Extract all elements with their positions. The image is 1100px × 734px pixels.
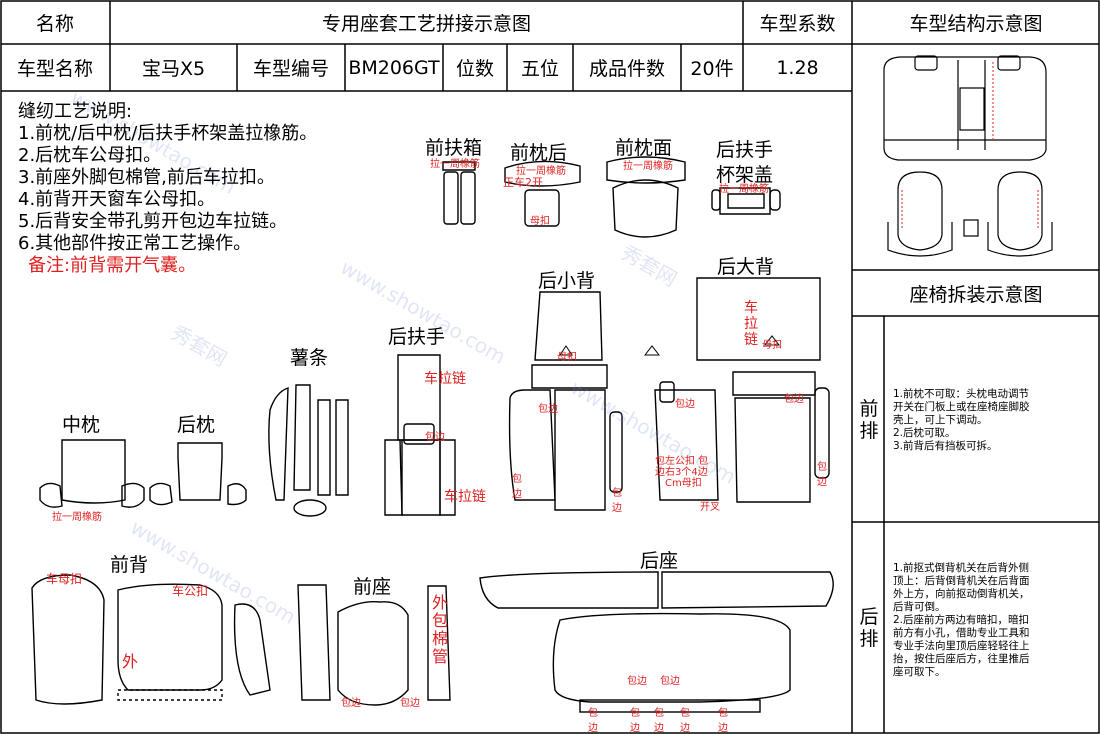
label-hole: 开叉 [700, 502, 720, 513]
model-code-label: 车型编号 [252, 58, 329, 80]
instruction-line: 3.前背后有挡板可拆。 [893, 440, 998, 452]
structure-title: 车型结构示意图 [909, 12, 1043, 35]
note-item: 2.后枕车公母扣。 [18, 145, 162, 166]
label-outer: 外 [122, 652, 139, 671]
instruction-line: 抬，按住后座后方，往里推后 [893, 653, 1030, 665]
label-zipper: 车拉链 [424, 371, 466, 387]
instruction-line: 顶上：后背倒背机关在后背面 [893, 575, 1030, 587]
name-label: 名称 [35, 12, 74, 35]
label-elastic: 拉一周橡筋 [52, 512, 102, 523]
label-binding: 包边 [512, 474, 522, 500]
label-female: 车母扣 [46, 572, 83, 586]
instruction-line: 外上方，向前抠动倒背机关， [893, 588, 1030, 600]
label-outer-pad: 外包棉管 [432, 593, 449, 666]
label-binding: 包边 [538, 404, 558, 415]
piece-front-headrest-face: 前枕面 [615, 137, 673, 159]
note-item: 6.其他部件按正常工艺操作。 [18, 233, 252, 254]
page-title: 专用座套工艺拼接示意图 [321, 12, 531, 35]
label-binding: 包边 [627, 676, 647, 687]
label-binding: 包边 [612, 488, 622, 514]
label-binding: 包边 [784, 394, 804, 405]
label-binding: 包边 [675, 399, 695, 410]
disassembly-title: 座椅拆装示意图 [909, 283, 1043, 306]
piece-rear-small-back: 后小背 [538, 270, 596, 292]
instruction-line: 专业手法向里顶后座轻轻往上 [893, 640, 1030, 652]
note-item: 1.前枕/后中枕/后扶手杯架盖拉橡筋。 [18, 123, 318, 144]
label-female-small: 母扣 [530, 216, 550, 227]
label-binding: 包边 [817, 462, 827, 488]
seats-label: 位数 [455, 58, 494, 80]
note-item: 4.前背开天窗车公母扣。 [18, 189, 216, 210]
label-binding: 包边 [425, 432, 445, 443]
label-zipper: 车拉链 [444, 489, 486, 505]
note-item: 5.后背安全带孔剪开包边车拉链。 [18, 211, 288, 232]
instruction-line: 前方有小孔，借助专业工具和 [893, 627, 1030, 639]
piece-rear-armrest: 后扶手 [388, 326, 446, 348]
label-edge-note: 包左公扣 包 [655, 456, 709, 467]
label-elastic: 拉一周橡筋 [719, 184, 769, 195]
front-row-label: 前排 [859, 398, 879, 442]
label-binding: 包边 [341, 698, 361, 709]
label-edge-note: Cm母扣 [665, 478, 702, 489]
pieces-value: 20件 [690, 58, 734, 80]
label-binding: 包边 [718, 708, 728, 734]
label-binding: 包边 [588, 708, 598, 734]
instruction-line: 开关在门板上或在座椅座脚胶 [893, 401, 1030, 413]
instruction-line: 后背可倒。 [893, 601, 946, 613]
instruction-line: 2.后枕可取。 [893, 427, 956, 439]
label-zipper-vertical: 车拉链 [744, 300, 758, 348]
label-binding: 包边 [660, 676, 680, 687]
label-elastic: 拉一周橡筋 [623, 161, 673, 172]
piece-front-seat: 前座 [353, 576, 392, 598]
label-female-small: 母扣 [557, 352, 577, 363]
rear-row-instructions: 1.前抠式倒背机关在后背外侧 顶上：后背倒背机关在后背面 外上方，向前抠动倒背机… [893, 562, 1030, 679]
vehicle-seat-thumbnails [883, 55, 1053, 257]
seats-value: 五位 [520, 58, 559, 80]
instruction-line: 2.后座前方两边有暗扣，暗扣 [893, 614, 1030, 626]
instruction-line: 壳上，可上下调动。 [893, 414, 988, 426]
label-male: 车公扣 [172, 584, 209, 598]
label-binding: 包边 [400, 698, 420, 709]
note-item: 3.前座外脚包棉管,前后车拉扣。 [18, 167, 275, 188]
label-binding: 包边 [630, 708, 640, 734]
piece-front-headrest-back: 前枕后 [510, 142, 568, 164]
label-elastic: 拉一周橡筋 [430, 159, 480, 170]
label-female-small: 母扣 [762, 340, 782, 351]
model-code: BM206GT [348, 56, 440, 79]
label-edge-note: 边右3个4边 [655, 467, 708, 478]
rear-row-label: 后排 [859, 606, 879, 650]
label-positive-open: 正车2开 [503, 176, 543, 189]
note-remark: 备注:前背需开气囊。 [28, 255, 197, 276]
instruction-line: 1.前抠式倒背机关在后背外侧 [893, 562, 1030, 574]
instruction-line: 1.前枕不可取：头枕电动调节 [893, 388, 1030, 400]
piece-front-armrest-box: 前扶箱 [425, 137, 483, 159]
sewing-notes: 缝纫工艺说明: 1.前枕/后中枕/后扶手杯架盖拉橡筋。 2.后枕车公母扣。 3.… [18, 101, 317, 277]
label-binding: 包边 [680, 708, 690, 734]
piece-rear-big-back: 后大背 [717, 256, 775, 278]
front-row-instructions: 1.前枕不可取：头枕电动调节 开关在门板上或在座椅座脚胶 壳上，可上下调动。 2… [893, 388, 1030, 453]
piece-rear-headrest: 后枕 [177, 414, 216, 436]
piece-potato-strip: 薯条 [290, 347, 329, 369]
model-name: 宝马X5 [141, 58, 206, 80]
pattern-pieces [31, 156, 834, 713]
pieces-label: 成品件数 [588, 58, 665, 80]
label-elastic: 拉一周橡筋 [516, 166, 566, 177]
instruction-line: 座可取下。 [893, 666, 946, 678]
piece-rear-armrest-cup-1: 后扶手 [716, 139, 774, 161]
notes-heading: 缝纫工艺说明: [18, 101, 133, 122]
label-binding: 包边 [654, 708, 664, 734]
piece-rear-seat: 后座 [640, 550, 679, 572]
piece-front-back: 前背 [110, 554, 149, 576]
piece-middle-headrest: 中枕 [62, 414, 101, 436]
coefficient-label: 车型系数 [759, 12, 836, 35]
coefficient-value: 1.28 [776, 56, 819, 79]
piece-rear-armrest-cup-2: 杯架盖 [716, 164, 774, 186]
model-name-label: 车型名称 [16, 58, 93, 80]
